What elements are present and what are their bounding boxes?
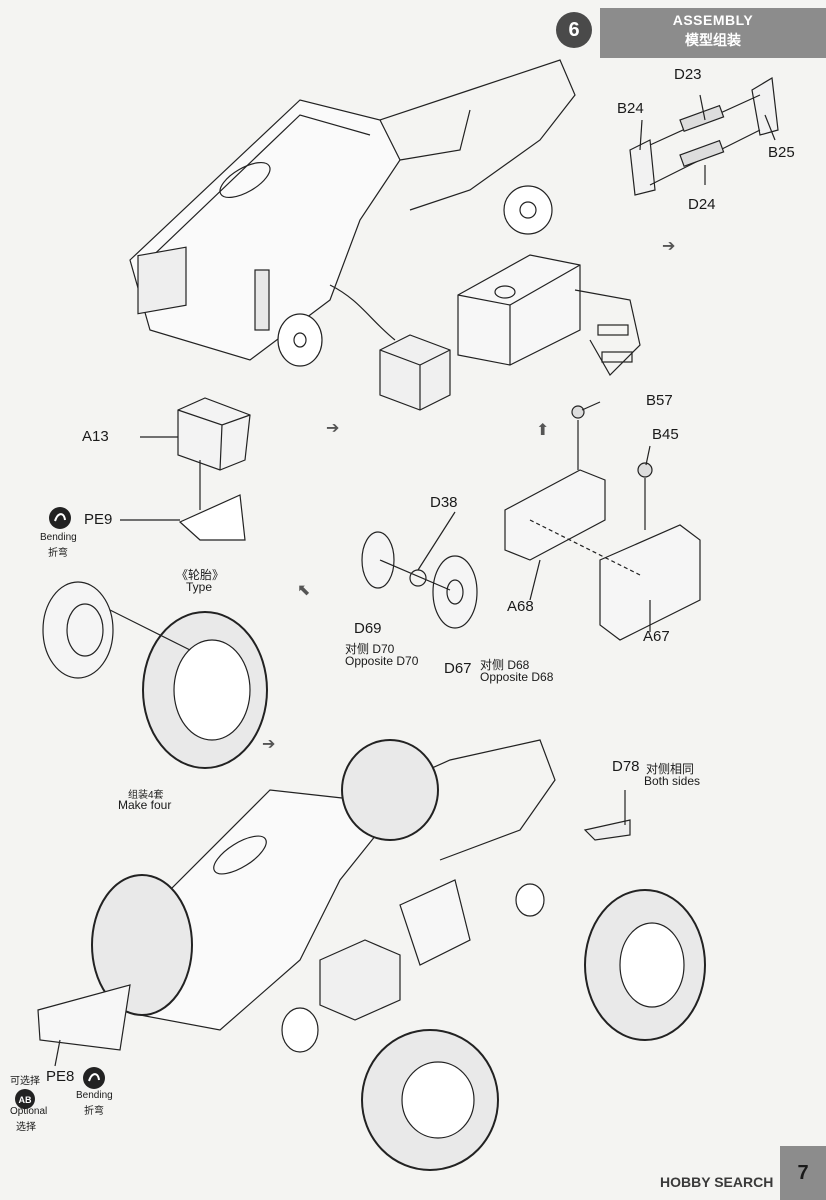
step-arrow-icon: ⬉ <box>297 582 311 599</box>
step-bracket-diagram <box>629 77 779 196</box>
bend-icon <box>49 507 71 529</box>
tire-note-cn: 《轮胎》 <box>176 568 225 582</box>
wheel-hub-diagram <box>361 531 478 629</box>
part-label-a67: A67 <box>643 628 670 645</box>
optional-ab-icon: AB <box>15 1089 35 1109</box>
fuel-tank-diagram <box>457 254 641 376</box>
optional-ab-text: AB <box>19 1095 32 1105</box>
d78-both-sides-en: Both sides <box>644 774 701 788</box>
bottom-truck-diagram <box>37 739 706 1171</box>
part-label-pe9: PE9 <box>84 511 113 528</box>
step-arrow-icon: ➔ <box>262 736 276 753</box>
header-title-en: ASSEMBLY <box>672 12 754 28</box>
tire-assembly-diagram <box>42 581 268 769</box>
page-number: 7 <box>780 1146 826 1200</box>
header-title-cn: 模型组装 <box>685 32 741 48</box>
part-label-d69: D69 <box>354 620 382 637</box>
battery-box-diagram <box>329 284 451 411</box>
make-four-cn: 组装4套 <box>128 790 164 801</box>
bending-note-en-2: Bending <box>76 1090 113 1101</box>
step-arrow-icon: ➔ <box>662 238 676 255</box>
part-label-d24: D24 <box>688 196 716 213</box>
part-label-b24: B24 <box>617 100 644 117</box>
part-label-d23: D23 <box>674 66 702 83</box>
battery-tray-diagram <box>504 405 701 641</box>
part-label-d67: D67 <box>444 660 472 677</box>
d78-both-sides-cn: 对侧相同 <box>646 762 695 776</box>
make-four-en: Make four <box>118 798 172 812</box>
part-label-b25: B25 <box>768 144 795 161</box>
optional-note-cn: 选择 <box>16 1122 36 1133</box>
part-label-d78: D78 <box>612 758 640 775</box>
optional-note-cn-top: 可选择 <box>10 1076 40 1087</box>
bending-note-en: Bending <box>40 532 77 543</box>
top-truck-cab-diagram <box>129 59 576 367</box>
step-arrow-icon: ⬆ <box>536 422 550 439</box>
part-label-pe8: PE8 <box>46 1068 75 1085</box>
d69-opposite-cn: 对侧 D70 <box>345 642 395 656</box>
bracket-a13-diagram <box>120 397 251 541</box>
d67-opposite-cn: 对侧 D68 <box>480 658 530 672</box>
d69-opposite-en: Opposite D70 <box>345 654 419 668</box>
part-label-d38: D38 <box>430 494 458 511</box>
part-label-a68: A68 <box>507 598 534 615</box>
bending-note-cn: 折弯 <box>48 548 68 559</box>
step-arrow-icon: ➔ <box>326 420 340 437</box>
d67-opposite-en: Opposite D68 <box>480 670 554 684</box>
watermark-text: HOBBY SEARCH <box>660 1174 774 1190</box>
step-number-badge: 6 <box>556 12 592 48</box>
part-label-b45: B45 <box>652 426 679 443</box>
part-label-b57: B57 <box>646 392 673 409</box>
part-label-a13: A13 <box>82 428 109 445</box>
tire-note-en: Type <box>186 580 213 594</box>
bending-note-cn-2: 折弯 <box>84 1106 104 1117</box>
optional-note-en: Optional <box>10 1106 48 1117</box>
bend-icon <box>83 1067 105 1089</box>
section-header: ASSEMBLY 模型组装 <box>600 8 826 58</box>
